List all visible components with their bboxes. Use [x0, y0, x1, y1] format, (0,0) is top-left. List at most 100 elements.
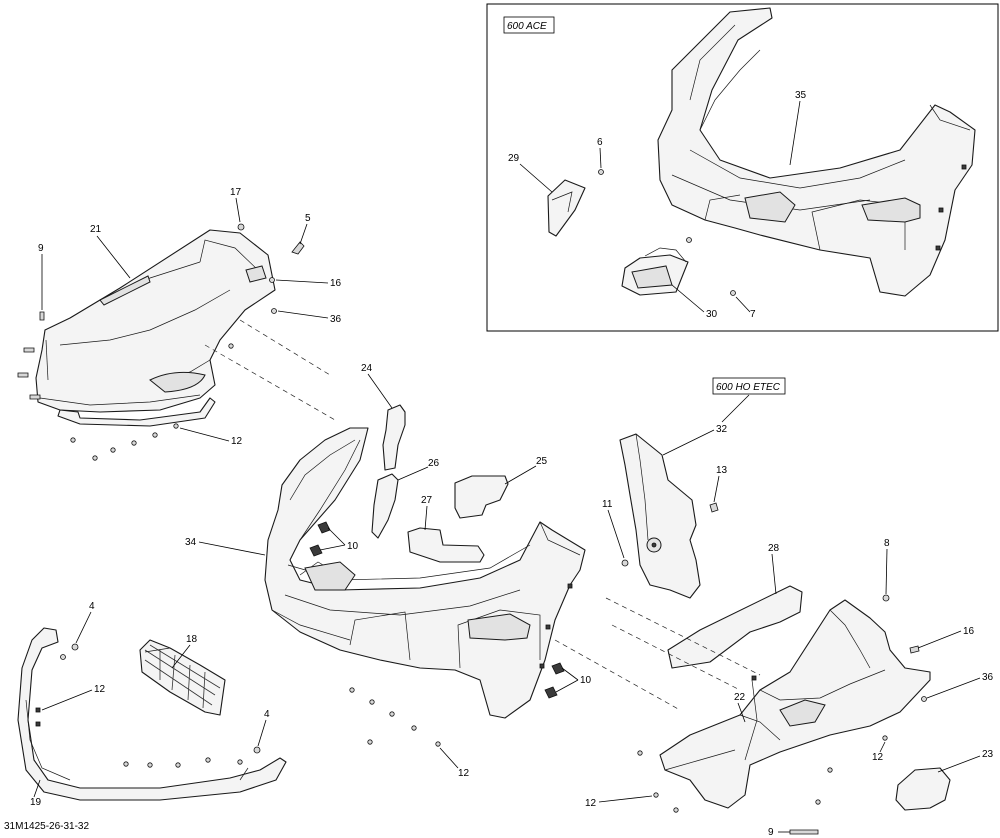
nut-g [228, 343, 234, 349]
nut-x [815, 799, 821, 805]
label-12e: 12 [585, 798, 597, 809]
rivet-16 [269, 277, 275, 283]
align-line-a [204, 344, 336, 421]
nut-n [123, 761, 129, 767]
screw-13 [709, 502, 719, 513]
cover-23 [895, 767, 951, 811]
screw-16b [909, 645, 920, 654]
inset-screw-6 [598, 169, 604, 175]
label-25: 25 [536, 456, 548, 467]
label-18: 18 [186, 634, 198, 645]
clip-10b [309, 544, 323, 557]
clip-10a [317, 521, 331, 534]
nut-t [637, 750, 643, 756]
variant-label: 600 HO ETEC [716, 382, 781, 393]
nut-q [205, 757, 211, 763]
inset-label-box [503, 16, 555, 34]
nut-i [369, 699, 375, 705]
label-23: 23 [982, 749, 994, 760]
label-4b: 4 [264, 709, 270, 720]
label-22: 22 [734, 692, 746, 703]
nut-r [237, 759, 243, 765]
screw-8 [882, 594, 890, 602]
bolt-4a2 [60, 654, 66, 660]
label-16b: 16 [963, 626, 975, 637]
label-17: 17 [230, 187, 242, 198]
clip-12c [35, 707, 41, 713]
label-16a: 16 [330, 278, 342, 289]
nut-l [435, 741, 441, 747]
label-5: 5 [305, 213, 311, 224]
nut-a [70, 437, 76, 443]
inset-bumper-35 [657, 7, 976, 297]
inset-label: 600 ACE [507, 21, 547, 32]
label-34: 34 [185, 537, 197, 548]
inset-bracket-29 [547, 179, 586, 237]
trim-24 [382, 404, 406, 471]
clip-12c2 [35, 721, 41, 727]
clip-10c [551, 662, 565, 675]
inset-screw [686, 237, 692, 243]
inset-duct-30 [621, 247, 689, 296]
nut-p [175, 762, 181, 768]
label-7: 7 [750, 309, 756, 320]
inset-screw-7 [730, 290, 736, 296]
clip-10d [544, 686, 558, 699]
align-line-d [605, 597, 761, 676]
label-8: 8 [884, 538, 890, 549]
nut-w [827, 767, 833, 773]
label-12a: 12 [231, 436, 243, 447]
nut-b [92, 455, 98, 461]
screw-9a [39, 311, 45, 321]
drawing-number: 31M1425-26-31-32 [4, 821, 89, 832]
label-9a: 9 [38, 243, 44, 254]
label-11: 11 [602, 499, 613, 510]
label-4a: 4 [89, 601, 95, 612]
washer-36b [921, 696, 927, 702]
nut-v [673, 807, 679, 813]
label-12b: 12 [458, 768, 470, 779]
nut-o [147, 762, 153, 768]
nut-m [367, 739, 373, 745]
label-35: 35 [795, 90, 807, 101]
nut-f [173, 423, 179, 429]
nut-s [882, 735, 888, 741]
label-6: 6 [597, 137, 603, 148]
nut-c [110, 447, 116, 453]
bolt-4b [253, 746, 261, 754]
trim-26 [371, 473, 399, 539]
align-line-e [611, 624, 741, 691]
align-line-b [239, 319, 331, 376]
nut-d [131, 440, 137, 446]
inset-frame [486, 3, 999, 332]
front-bumper-34 [264, 427, 586, 719]
screw-9b [789, 829, 819, 835]
grille-18 [139, 639, 226, 716]
bumper-bar-19 [17, 627, 287, 801]
label-12c: 12 [94, 684, 106, 695]
label-24: 24 [361, 363, 373, 374]
label-9b: 9 [768, 827, 774, 838]
screw-left-2 [17, 372, 29, 378]
pad-27 [407, 527, 485, 563]
label-36b: 36 [982, 672, 994, 683]
washer-36 [271, 308, 277, 314]
screw-left-3 [29, 394, 41, 400]
label-21: 21 [90, 224, 102, 235]
nut-j [389, 711, 395, 717]
label-36a: 36 [330, 314, 342, 325]
label-26: 26 [428, 458, 440, 469]
label-29: 29 [508, 153, 520, 164]
label-32: 32 [716, 424, 728, 435]
screw-5 [291, 241, 305, 255]
skid-plate-22 [659, 599, 931, 809]
label-28: 28 [768, 543, 780, 554]
nut-e [152, 432, 158, 438]
pad-25 [454, 475, 509, 519]
clip-11 [621, 559, 629, 567]
nut-k [411, 725, 417, 731]
bolt-4a [71, 643, 79, 651]
label-10a: 10 [347, 541, 359, 552]
bar-28 [667, 585, 803, 669]
